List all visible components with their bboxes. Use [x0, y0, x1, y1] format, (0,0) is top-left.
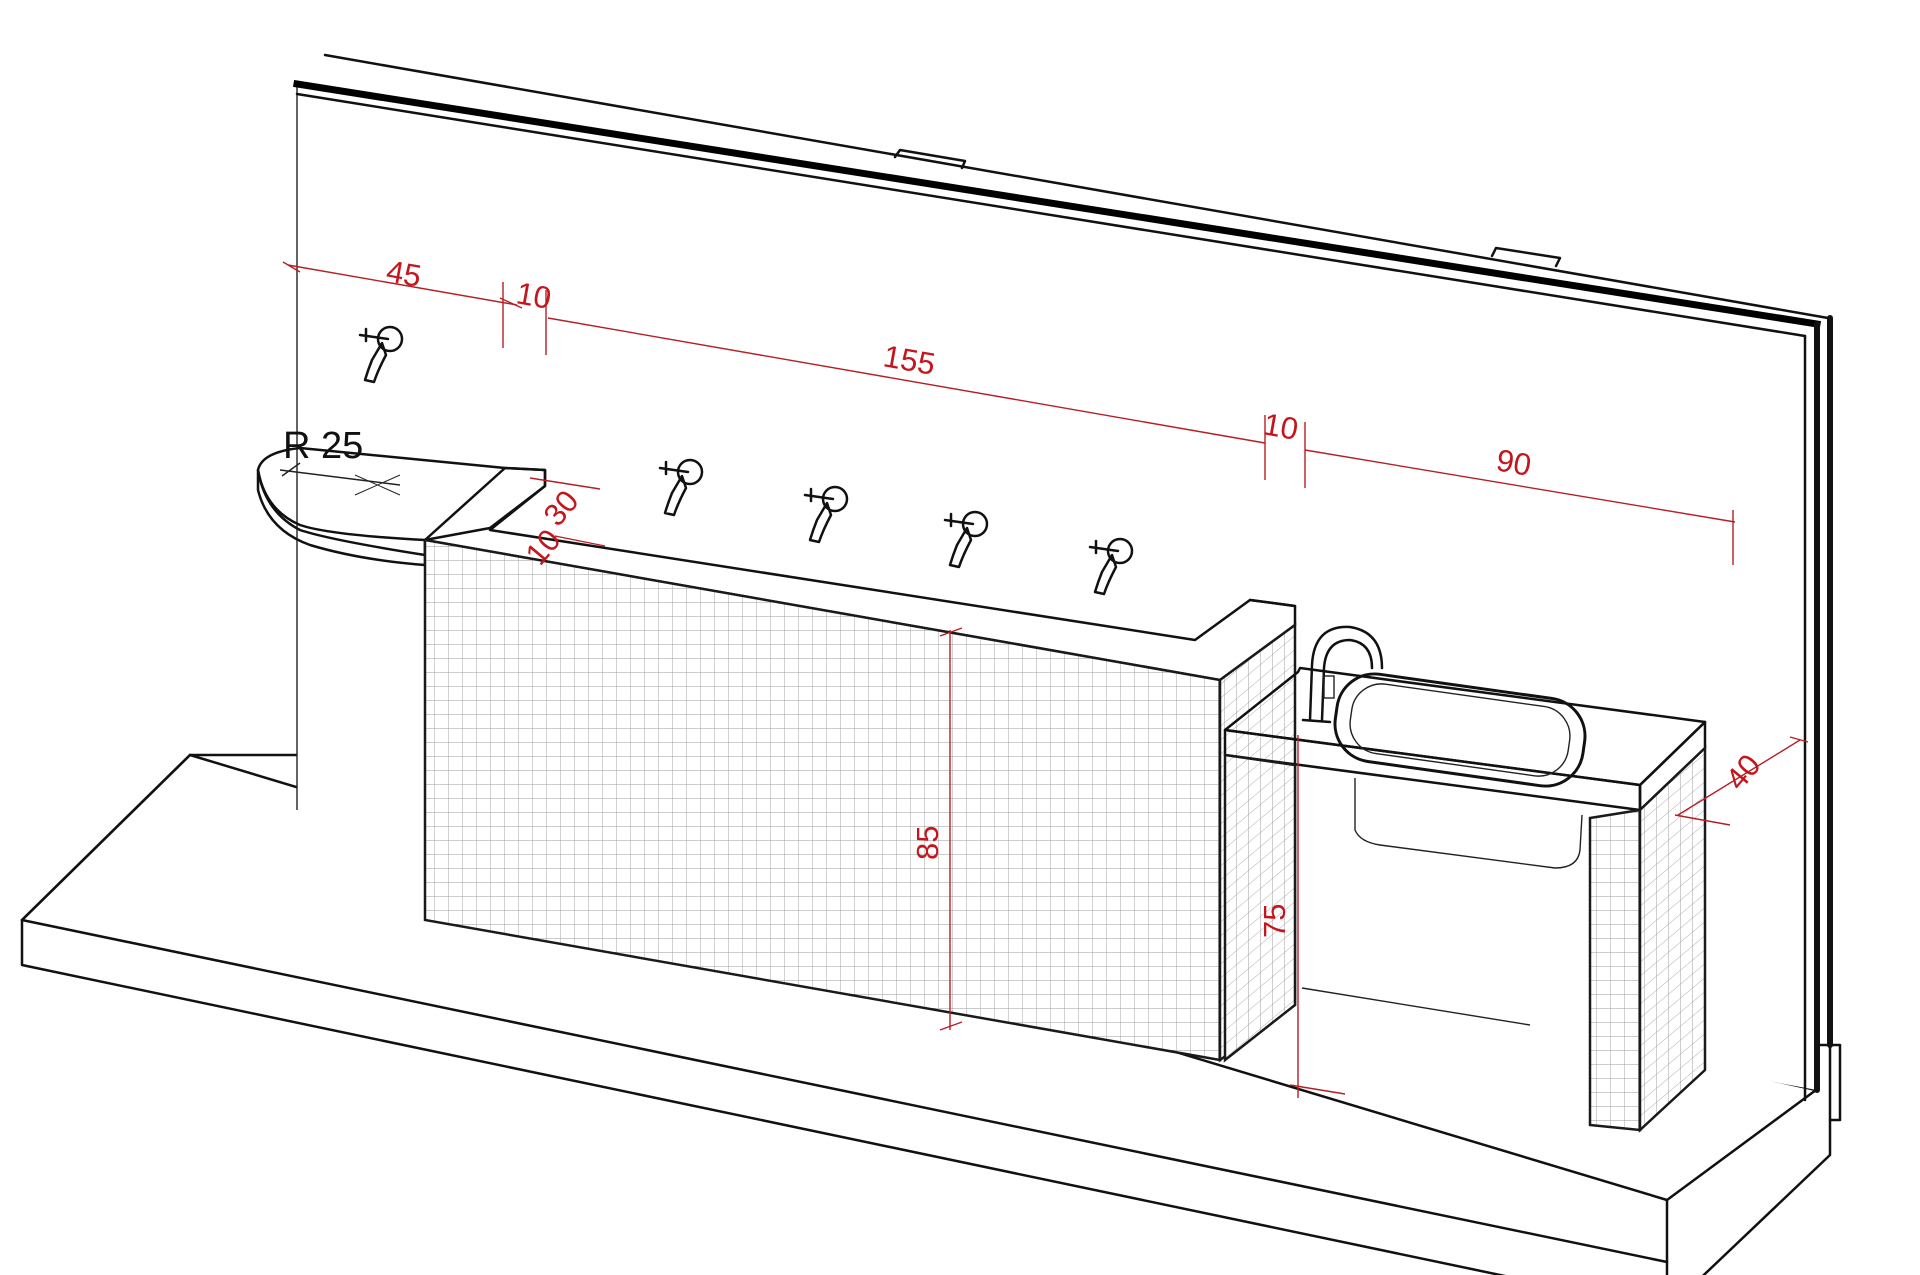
sink-counter	[1223, 625, 1707, 1133]
sink-leg-front	[1588, 808, 1642, 1132]
dim-sink-height: 75	[1257, 904, 1292, 938]
rounded-slab-top	[256, 446, 547, 557]
dimension-lines	[279, 261, 1809, 1098]
wall-faucets	[358, 325, 1134, 596]
radius-label: R 25	[283, 425, 363, 467]
sink-leg-side	[1638, 745, 1707, 1133]
dim-counter-height: 85	[910, 826, 945, 860]
dim-top-left: 45	[384, 253, 424, 293]
faucet-4	[943, 510, 989, 569]
inset-basin	[1333, 672, 1587, 869]
faucet-2	[658, 458, 704, 517]
dim-top-gap-2: 10	[1261, 406, 1301, 446]
faucet-5	[1088, 537, 1134, 596]
dim-top-right: 90	[1494, 442, 1534, 482]
dim-top-gap-1: 10	[514, 275, 554, 315]
gooseneck-tap	[1301, 625, 1384, 724]
faucet-3	[803, 485, 849, 544]
faucet-1	[358, 325, 404, 384]
